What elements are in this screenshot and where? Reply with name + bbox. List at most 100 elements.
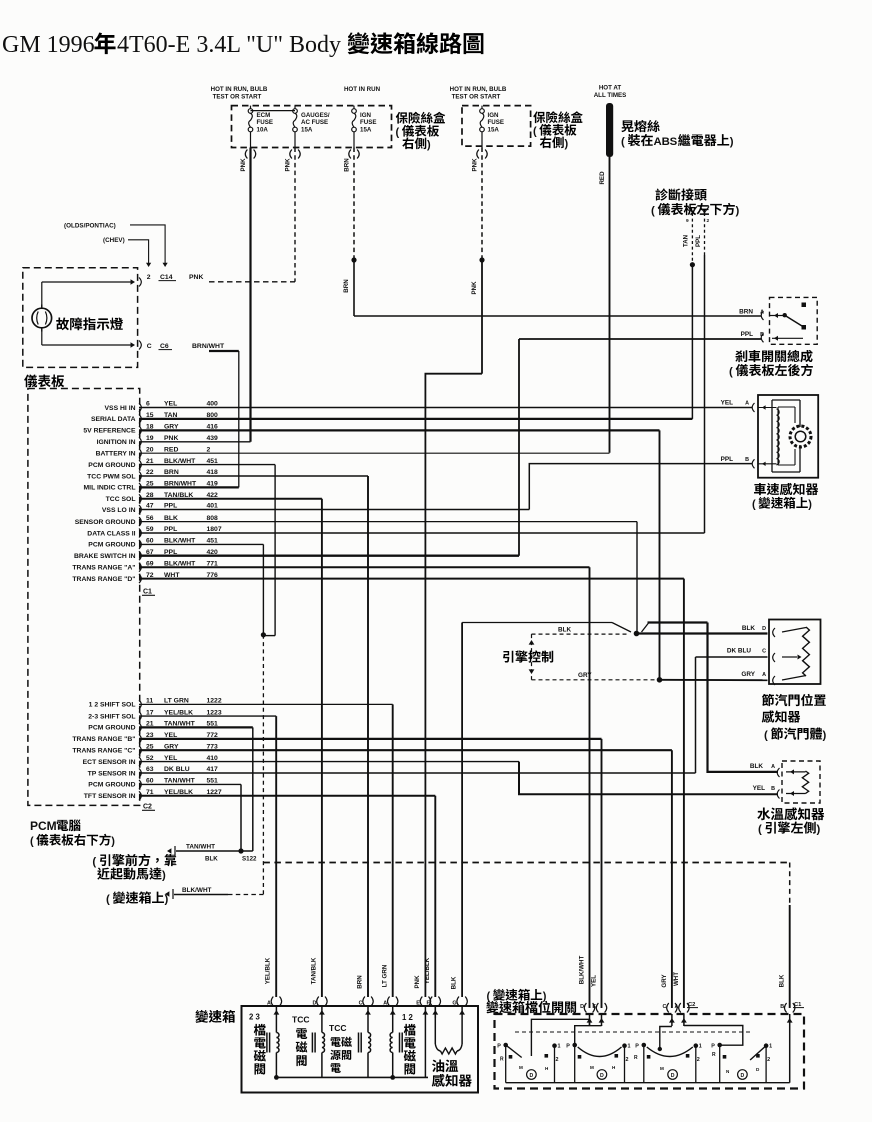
svg-text:25: 25 [146,481,154,488]
svg-text:B: B [745,457,749,463]
svg-text:DK BLU: DK BLU [727,648,752,655]
svg-text:BRN/WHT: BRN/WHT [164,481,197,488]
svg-text:773: 773 [207,743,219,750]
svg-text:H: H [612,1065,616,1070]
svg-text:FUSE: FUSE [257,119,274,126]
svg-text:YEL/BLK: YEL/BLK [424,957,431,984]
svg-text:D: D [756,1067,760,1072]
svg-text:TCC PWM SOL: TCC PWM SOL [87,473,135,480]
svg-text:C1: C1 [143,589,152,596]
svg-text:TAN/BLK: TAN/BLK [164,492,193,499]
svg-text:56: 56 [146,515,154,522]
svg-text:15A: 15A [360,126,372,133]
svg-text:67: 67 [146,549,154,556]
svg-text:439: 439 [207,435,219,442]
svg-text:PPL: PPL [164,549,177,556]
svg-text:771: 771 [207,560,219,567]
svg-text:21: 21 [146,458,154,465]
svg-text:): ) [427,139,431,151]
svg-text:BLK: BLK [164,515,178,522]
svg-text:PCM GROUND: PCM GROUND [88,725,135,732]
svg-text:422: 422 [207,492,219,499]
svg-text:(: ( [651,205,655,217]
svg-text:72: 72 [146,572,154,579]
svg-text:ECM: ECM [257,112,271,119]
svg-text:2: 2 [767,1057,770,1063]
svg-text:6: 6 [146,401,150,408]
svg-text:BRN: BRN [357,975,364,989]
svg-text:21: 21 [146,721,154,728]
svg-text:71: 71 [146,789,154,796]
svg-text:47: 47 [146,503,154,510]
svg-text:TAN/WHT: TAN/WHT [164,721,196,728]
svg-text:PNK: PNK [472,158,479,172]
svg-text:BLK/WHT: BLK/WHT [164,458,196,465]
svg-text:): ) [808,499,812,511]
svg-text:(: ( [30,836,34,848]
svg-text:(: ( [729,366,733,378]
svg-text:HOT AT: HOT AT [599,85,622,92]
svg-text:YEL/BLK: YEL/BLK [164,709,193,716]
svg-text:YEL: YEL [164,755,177,762]
svg-text:BLK: BLK [558,627,572,634]
svg-text:TAN/WHT: TAN/WHT [186,844,215,851]
svg-text:VSS LO IN: VSS LO IN [102,507,136,514]
svg-text:PNK: PNK [285,158,292,172]
svg-text:D: D [580,1004,584,1010]
svg-text:1: 1 [628,1044,631,1050]
svg-text:BRN: BRN [739,309,753,316]
svg-text:R: R [634,1055,638,1061]
svg-text:TRANS RANGE "A": TRANS RANGE "A" [72,565,135,572]
svg-text:(: ( [106,894,110,906]
svg-text:28: 28 [146,492,154,499]
svg-text:AC FUSE: AC FUSE [301,119,328,126]
svg-text:C: C [359,1001,363,1007]
svg-text:YEL: YEL [164,401,177,408]
svg-text:A: A [674,1004,678,1010]
svg-text:1: 1 [558,1044,561,1050]
svg-text:F: F [427,1001,431,1007]
svg-text:(: ( [487,991,491,1003]
svg-text:YEL: YEL [753,785,766,792]
svg-text:PCM: PCM [30,819,57,833]
svg-text:TP SENSOR IN: TP SENSOR IN [88,770,136,777]
svg-text:PNK: PNK [164,435,178,442]
svg-text:GAUGES/: GAUGES/ [301,112,330,119]
svg-text:18: 18 [146,424,154,431]
svg-text:BLK/WHT: BLK/WHT [164,560,196,567]
svg-text:800: 800 [207,412,219,419]
svg-text:1 2 SHIFT SOL: 1 2 SHIFT SOL [89,702,136,709]
svg-text:PNK: PNK [414,975,421,989]
svg-text:BRN: BRN [343,279,350,293]
svg-text:E: E [416,1001,420,1007]
svg-text:TCC: TCC [329,1023,346,1033]
svg-text:): ) [823,730,827,742]
svg-text:776: 776 [207,572,219,579]
svg-text:WHT: WHT [164,572,180,579]
svg-text:15: 15 [146,412,154,419]
svg-text:YEL/BLK: YEL/BLK [265,957,272,984]
svg-text:SENSOR GROUND: SENSOR GROUND [75,519,136,526]
svg-text:10A: 10A [257,126,269,133]
svg-text:ECT SENSOR IN: ECT SENSOR IN [83,759,136,766]
svg-text:PPL: PPL [695,235,702,247]
svg-text:BLK: BLK [451,976,458,989]
svg-text:63: 63 [146,766,154,773]
svg-text:2: 2 [147,274,151,281]
svg-text:TEST OR START: TEST OR START [213,94,262,101]
svg-text:25: 25 [146,743,154,750]
svg-text:TRANS RANGE "C": TRANS RANGE "C" [72,748,135,755]
svg-text:WHT: WHT [673,972,680,986]
svg-text:): ) [165,894,169,906]
svg-text:PNK: PNK [189,274,203,281]
svg-text:S: S [670,136,678,148]
svg-text:): ) [565,138,569,150]
svg-text:1223: 1223 [207,709,222,716]
svg-text:ALL TIMES: ALL TIMES [594,92,627,99]
svg-text:D: D [530,1073,534,1079]
svg-text:(: ( [621,136,625,148]
svg-text:19: 19 [146,435,154,442]
svg-text:BATTERY IN: BATTERY IN [96,451,136,458]
svg-text:D: D [671,1073,675,1079]
svg-text:R: R [712,1052,716,1058]
